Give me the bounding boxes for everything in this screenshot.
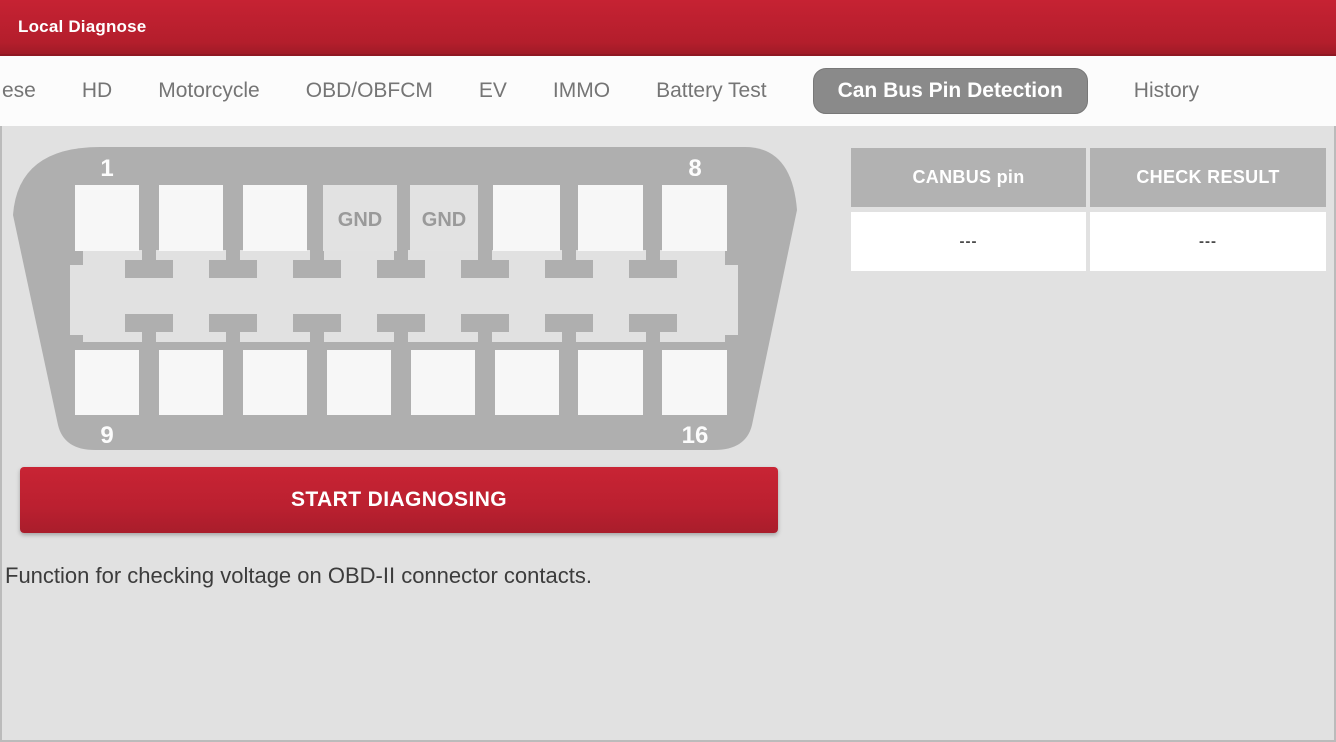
- pin-3: [243, 185, 307, 251]
- pin-7: [578, 185, 643, 251]
- tab-label: ese: [2, 79, 36, 102]
- pin-number-8: 8: [688, 155, 701, 182]
- description-text: Function for checking voltage on OBD-II …: [5, 563, 592, 588]
- tab-ese[interactable]: ese: [2, 79, 36, 103]
- content-area: GND GND 1 8 9 16 CANBUS pin CHECK RESULT…: [0, 126, 1336, 742]
- pin-number-1: 1: [100, 155, 113, 182]
- tab-obd-obfcm[interactable]: OBD/OBFCM: [306, 79, 433, 103]
- tab-label: Battery Test: [656, 79, 767, 102]
- pin-14: [495, 350, 559, 415]
- pin-15: [578, 350, 643, 415]
- pin-16: [662, 350, 727, 415]
- pin-number-16: 16: [682, 422, 709, 449]
- tab-label: History: [1133, 79, 1200, 102]
- canbus-result-table: CANBUS pin CHECK RESULT --- ---: [851, 148, 1326, 271]
- table-cell-check-result: ---: [1090, 212, 1326, 271]
- pin-10: [159, 350, 223, 415]
- table-header-canbus-pin: CANBUS pin: [851, 148, 1086, 207]
- tab-can-bus-pin-detection[interactable]: Can Bus Pin Detection: [812, 68, 1088, 114]
- obd-connector-diagram: GND GND 1 8 9 16: [8, 138, 803, 461]
- pin-2: [159, 185, 223, 251]
- gnd-label-pin4: GND: [338, 209, 382, 231]
- tab-label: EV: [478, 79, 507, 102]
- pin-11: [243, 350, 307, 415]
- table-header-check-result: CHECK RESULT: [1090, 148, 1326, 207]
- pin-number-9: 9: [100, 422, 113, 449]
- tab-motorcycle[interactable]: Motorcycle: [158, 79, 260, 103]
- pin-1: [75, 185, 139, 251]
- tab-label: Motorcycle: [158, 79, 260, 102]
- start-diagnosing-button[interactable]: START DIAGNOSING: [20, 467, 778, 533]
- page-title: Local Diagnose: [18, 17, 147, 36]
- pin-5-gnd: [410, 185, 478, 251]
- pin-12: [327, 350, 391, 415]
- pin-4-gnd: [323, 185, 397, 251]
- connector-bottom-pins: [75, 350, 727, 415]
- pin-9: [75, 350, 139, 415]
- connector-key-tabs: [70, 250, 738, 352]
- tab-bar: ese HD Motorcycle OBD/OBFCM EV IMMO Batt…: [0, 56, 1336, 126]
- tab-history[interactable]: History: [1134, 79, 1199, 103]
- tab-label: OBD/OBFCM: [305, 79, 433, 102]
- table-cell-canbus-pin: ---: [851, 212, 1086, 271]
- pin-13: [411, 350, 475, 415]
- tab-label: Can Bus Pin Detection: [837, 79, 1063, 102]
- tab-label: HD: [81, 79, 113, 102]
- gnd-label-pin5: GND: [422, 209, 466, 231]
- connector-top-pins: [75, 185, 727, 251]
- tab-immo[interactable]: IMMO: [553, 79, 610, 103]
- tab-label: IMMO: [552, 79, 611, 102]
- tab-ev[interactable]: EV: [479, 79, 507, 103]
- tab-battery-test[interactable]: Battery Test: [656, 79, 767, 103]
- title-bar: Local Diagnose: [0, 0, 1336, 56]
- tab-hd[interactable]: HD: [82, 79, 112, 103]
- pin-8: [662, 185, 727, 251]
- pin-6: [493, 185, 560, 251]
- obd-connector-svg: GND GND 1 8 9 16: [13, 147, 797, 450]
